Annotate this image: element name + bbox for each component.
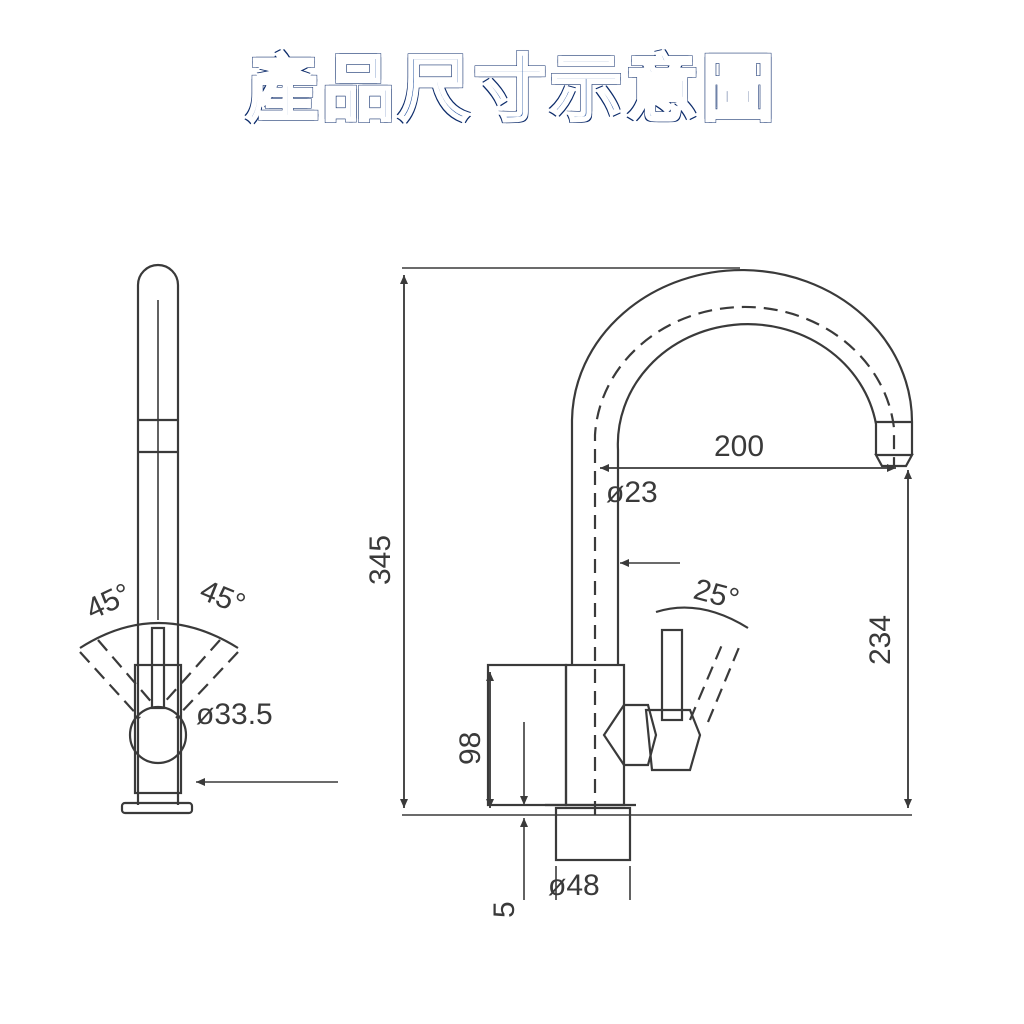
base-diameter-label: ø48: [548, 869, 600, 902]
page-title: 產品尺寸示意圖: [244, 45, 778, 133]
handle-lever: [660, 628, 684, 722]
body-left-block: [486, 663, 568, 807]
total-height-label: 345: [364, 535, 397, 585]
spout-inner: [616, 323, 878, 665]
body-diameter-label: ø33.5: [196, 698, 273, 731]
side-view: 45° 45° ø33.5: [79, 263, 338, 815]
spout-diameter-label: ø23: [606, 476, 658, 509]
side-spout-tube: [136, 263, 180, 805]
front-view: 200 ø23 345 234 98 25° ø48 5: [364, 267, 914, 918]
spout-height-label: 234: [864, 615, 897, 665]
handle-angle-label: 25°: [690, 573, 742, 617]
handle-angle-arc: [655, 606, 749, 629]
side-body-circle: [128, 705, 188, 765]
swivel-left-label: 45°: [81, 577, 136, 626]
reach-label: 200: [714, 430, 764, 463]
spout-outer: [570, 268, 914, 665]
body-height-label: 98: [454, 732, 487, 765]
swivel-arc: [79, 621, 239, 649]
swivel-right-label: 45°: [195, 574, 249, 622]
base-thickness-label: 5: [488, 901, 521, 918]
